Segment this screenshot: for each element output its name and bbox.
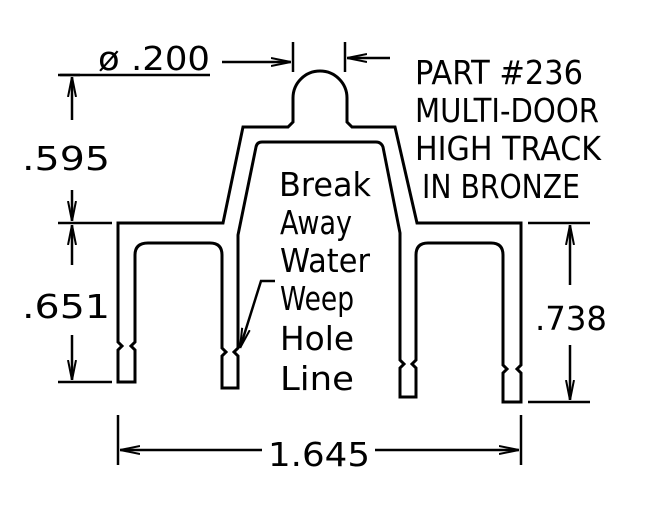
title-line-2: MULTI-DOOR bbox=[415, 91, 599, 130]
callout-line-4: Weep bbox=[280, 279, 354, 318]
callout-line-5: Hole bbox=[280, 319, 354, 358]
title-line-4: IN BRONZE bbox=[422, 167, 580, 206]
dim-diameter-label: ø .200 bbox=[98, 39, 210, 78]
callout-line-6: Line bbox=[280, 359, 354, 398]
dim-738-label: .738 bbox=[535, 299, 607, 338]
callout-line-2: Away bbox=[280, 203, 352, 242]
callout-line-3: Water bbox=[280, 241, 370, 280]
part-number: PART #236 bbox=[415, 53, 583, 92]
dim-651-label: .651 bbox=[22, 287, 110, 326]
callout-line-1: Break bbox=[279, 165, 372, 204]
dim-595-label: .595 bbox=[22, 139, 110, 178]
dim-width-label: 1.645 bbox=[268, 435, 370, 474]
callout-leader-arrow bbox=[238, 279, 275, 348]
title-line-3: HIGH TRACK bbox=[415, 129, 602, 168]
track-profile-outline bbox=[116, 69, 523, 404]
